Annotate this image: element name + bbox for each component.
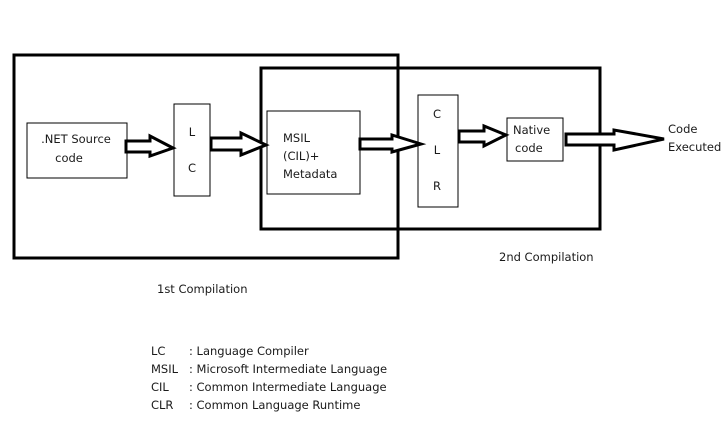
source-code-label-1: .NET Source <box>41 132 111 146</box>
legend-row-msil: MSIL: Microsoft Intermediate Language <box>151 360 387 378</box>
arrow-native-to-executed <box>564 128 665 152</box>
legend-definition: Microsoft Intermediate Language <box>196 362 388 376</box>
clr-box <box>417 94 459 208</box>
legend-definition: Common Intermediate Language <box>196 380 387 394</box>
lc-label-c: C <box>188 161 196 175</box>
legend-separator: : <box>189 344 197 358</box>
arrow-source-to-lc <box>124 133 177 159</box>
source-code-box <box>26 122 128 179</box>
legend-separator: : <box>189 380 197 394</box>
code-executed-label-2: Executed <box>668 140 721 154</box>
first-compilation-caption: 1st Compilation <box>157 282 248 296</box>
arrow-clr-to-native <box>457 123 510 149</box>
abbreviation-legend: LC: Language Compiler MSIL: Microsoft In… <box>151 342 387 414</box>
msil-label-1: MSIL <box>283 131 311 145</box>
legend-row-clr: CLR: Common Language Runtime <box>151 396 387 414</box>
legend-row-cil: CIL: Common Intermediate Language <box>151 378 387 396</box>
arrow-lc-to-msil <box>209 130 270 158</box>
legend-definition: Language Compiler <box>196 344 309 358</box>
native-code-label-1: Native <box>513 123 550 137</box>
source-code-label-2: code <box>55 151 83 165</box>
legend-term: CIL <box>151 380 169 394</box>
arrow-msil-to-clr <box>358 132 427 154</box>
clr-label-c: C <box>433 107 441 121</box>
msil-label-3: Metadata <box>283 167 337 181</box>
clr-label-r: R <box>433 179 441 193</box>
clr-label-l: L <box>434 143 441 157</box>
first-compilation-frame <box>12 53 400 260</box>
second-compilation-caption: 2nd Compilation <box>499 250 594 264</box>
native-code-box <box>506 117 564 162</box>
msil-box <box>266 110 361 195</box>
legend-term: LC <box>151 344 166 358</box>
lc-label-l: L <box>189 125 196 139</box>
legend-term: MSIL <box>151 362 179 376</box>
language-compiler-box <box>173 103 211 197</box>
legend-separator: : <box>189 398 197 412</box>
legend-term: CLR <box>151 398 174 412</box>
code-executed-label-1: Code <box>668 122 697 136</box>
legend-definition: Common Language Runtime <box>196 398 361 412</box>
msil-label-2: (CIL)+ <box>283 149 319 163</box>
legend-row-lc: LC: Language Compiler <box>151 342 387 360</box>
legend-separator: : <box>189 362 197 376</box>
native-code-label-2: code <box>515 141 543 155</box>
